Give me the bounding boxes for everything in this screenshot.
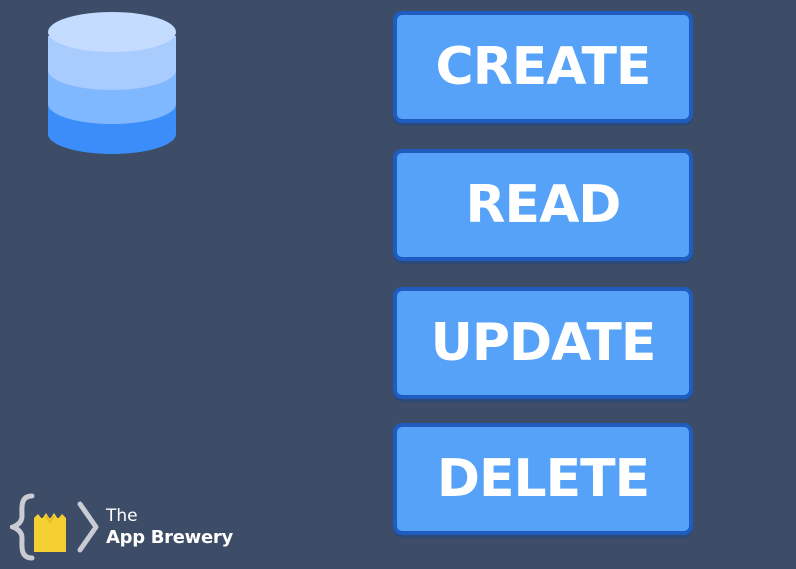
database-cylinder-icon <box>48 12 176 154</box>
update-button[interactable]: UPDATE <box>393 287 693 399</box>
brand-line-1: The <box>106 506 138 526</box>
brand-line-2: App Brewery <box>106 527 233 548</box>
delete-button[interactable]: DELETE <box>393 423 693 535</box>
create-button[interactable]: CREATE <box>393 11 693 123</box>
read-button[interactable]: READ <box>393 149 693 261</box>
app-brewery-logo-icon <box>10 493 99 561</box>
database-icon <box>46 4 178 162</box>
app-brewery-logo: The App Brewery <box>10 492 250 564</box>
brand-text: The App Brewery <box>106 506 233 548</box>
